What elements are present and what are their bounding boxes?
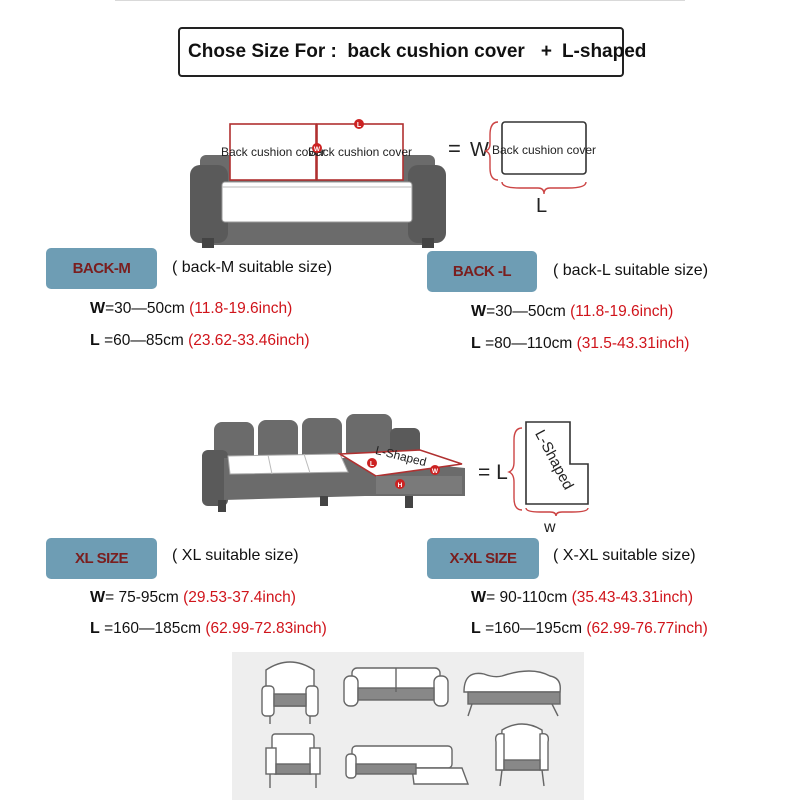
- l-marker-h-text: H: [398, 482, 403, 489]
- marker-w-text: W: [314, 146, 321, 153]
- width-letter: W: [470, 139, 489, 161]
- title-part-2: L-shaped: [561, 41, 647, 62]
- single-cushion-label: Back cushion cover: [492, 143, 596, 157]
- marker-l-text: L: [357, 122, 362, 129]
- l-width-letter: w: [543, 519, 556, 535]
- spec-back-m-length: L =60—85cm (23.62-33.46inch): [90, 332, 310, 349]
- l-width-brace: [525, 507, 589, 517]
- equals-sign: =: [448, 136, 461, 161]
- badge-x-xl: X-XL SIZE: [427, 538, 539, 579]
- single-cushion-box: [501, 121, 587, 175]
- furniture-icons-panel: [232, 652, 584, 800]
- back-cushion-label-right: Back cushion cover: [308, 145, 412, 159]
- l-equals-label: = L: [478, 461, 508, 484]
- armchair-icon: [265, 733, 321, 788]
- l-marker-h: [395, 479, 405, 489]
- l-marker-l-text: L: [370, 461, 375, 468]
- l-shaped-diagram: L-Shaped L W H = L L-Shaped w: [202, 414, 589, 535]
- spec-x-xl-width: W= 90-110cm (35.43-43.31inch): [471, 589, 694, 606]
- l-shape-outline: [525, 421, 589, 505]
- width-brace: [484, 121, 499, 181]
- spec-xl-length: L =160—185cm (62.99-72.83inch): [90, 620, 327, 637]
- back-cushion-left: [229, 123, 317, 181]
- badge-xl: XL SIZE: [46, 538, 157, 579]
- back-cushion-diagram: Back cushion cover Back cushion cover L …: [190, 119, 596, 248]
- l-sofa-illustration: [202, 414, 465, 512]
- spec-x-xl-length: L =160—195cm (62.99-76.77inch): [471, 620, 708, 637]
- spec-back-m-width: W=30—50cm (11.8-19.6inch): [90, 300, 293, 317]
- chaise-lounge-icon: [463, 670, 561, 717]
- l-height-brace: [507, 427, 523, 511]
- top-divider: [115, 0, 685, 1]
- wingback-chair-icon: [494, 723, 550, 787]
- desc-back-l: ( back-L suitable size): [553, 262, 709, 279]
- three-seat-sofa-icon: [343, 667, 449, 707]
- spec-back-l-length: L =80—110cm (31.5-43.31inch): [471, 335, 690, 352]
- l-marker-w: [430, 465, 440, 475]
- length-letter: L: [536, 195, 547, 217]
- size-title-box: Chose Size For : back cushion cover + L-…: [178, 27, 646, 77]
- desc-xl: ( XL suitable size): [172, 547, 299, 564]
- title-part-1: back cushion cover: [347, 41, 525, 62]
- length-brace: [501, 181, 587, 195]
- badge-back-m: BACK-M: [46, 248, 157, 289]
- marker-w: [312, 143, 322, 153]
- tub-chair-icon: [261, 661, 319, 724]
- title-prefix: Chose Size For :: [188, 41, 337, 62]
- back-cushion-right: [316, 123, 404, 181]
- badge-back-l: BACK -L: [427, 251, 537, 292]
- back-cushion-label-left: Back cushion cover: [221, 145, 325, 159]
- l-marker-l: [367, 458, 377, 468]
- marker-l: [354, 119, 364, 129]
- desc-back-m: ( back-M suitable size): [172, 259, 333, 276]
- title-plus: +: [540, 41, 552, 62]
- l-shaped-sofa-icon: [345, 745, 470, 785]
- spec-xl-width: W= 75-95cm (29.53-37.4inch): [90, 589, 296, 606]
- l-marker-w-text: W: [432, 468, 439, 475]
- desc-x-xl: ( X-XL suitable size): [553, 547, 696, 564]
- spec-back-l-width: W=30—50cm (11.8-19.6inch): [471, 303, 674, 320]
